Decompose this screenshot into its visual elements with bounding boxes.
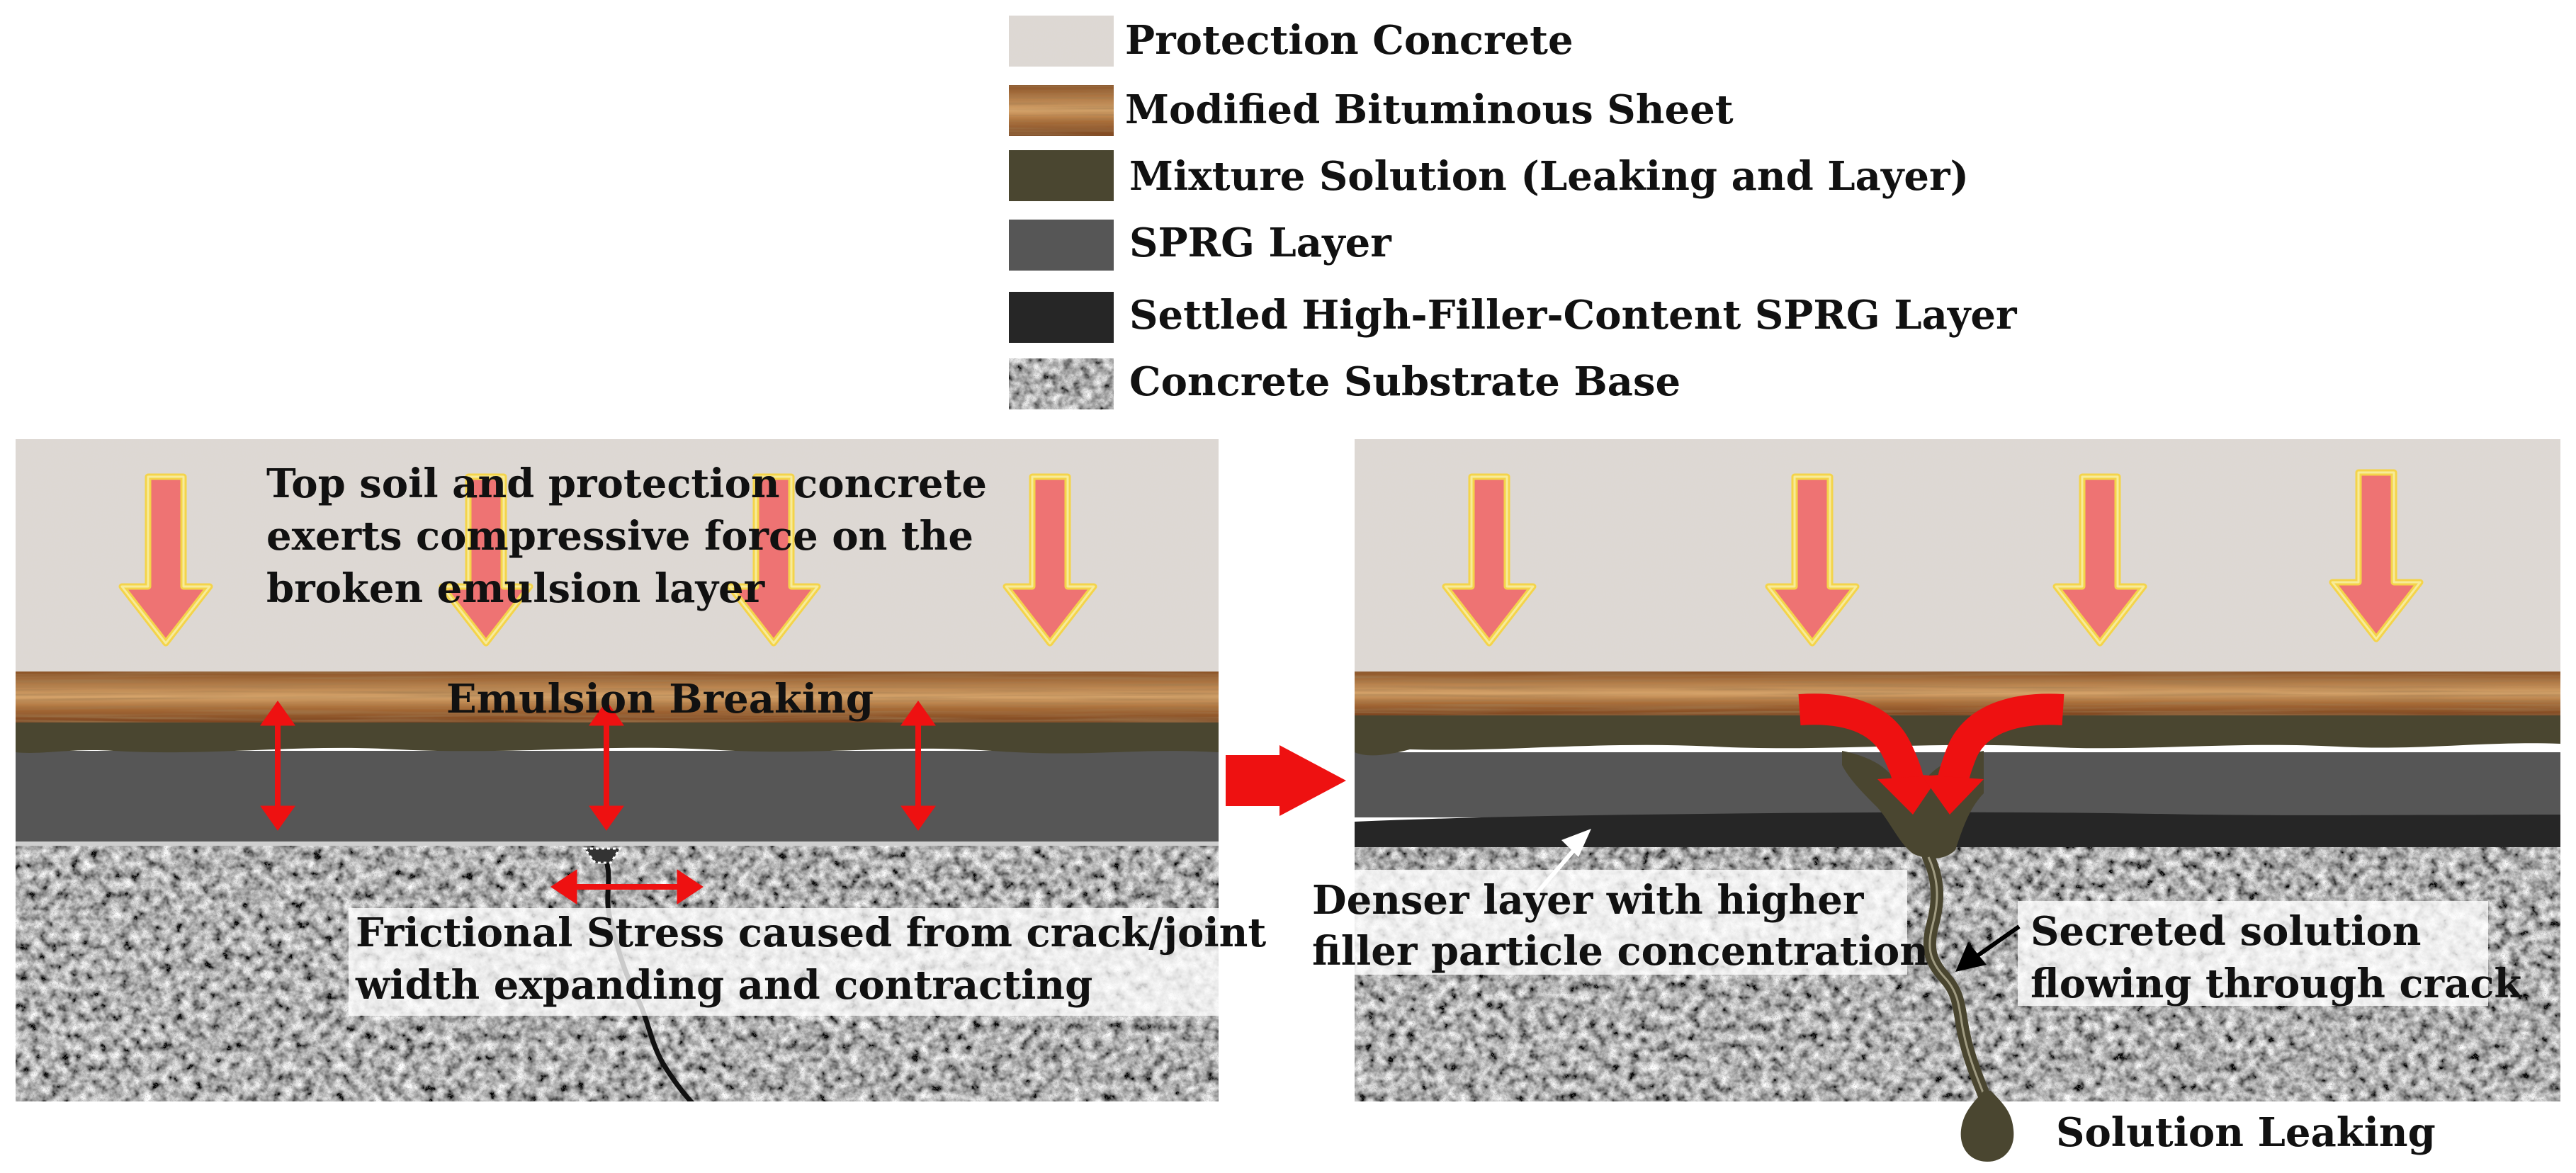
friction-note-box [349, 908, 1219, 1016]
legend-label: Concrete Substrate Base [1129, 358, 1680, 405]
concrete-substrate-swatch [1009, 358, 1114, 409]
pointer-head [1955, 942, 1987, 972]
right-arrow-icon [1226, 745, 1346, 816]
emulsion-breaking-label: Emulsion Breaking [446, 676, 874, 722]
crack-edge [1927, 856, 1988, 1101]
legend-label: Protection Concrete [1125, 17, 1574, 64]
denser-note-box [1355, 870, 1907, 975]
denser-note-line: filler particle concentration [1312, 928, 1928, 975]
layer-interface [16, 842, 1219, 846]
secreted-note-box [2018, 901, 2488, 1006]
compressive-note-line: exerts compressive force on the [266, 513, 973, 560]
legend-label: Settled High-Filler-Content SPRG Layer [1129, 292, 2018, 339]
flow-arrow-icon [1921, 693, 2064, 815]
legend-label: Mixture Solution (Leaking and Layer) [1129, 153, 1969, 200]
legend-label: SPRG Layer [1129, 220, 1392, 266]
flow-arrow-icon [1798, 693, 1940, 815]
crack-filler-icon [582, 847, 622, 864]
denser-note-line: Denser layer with higher [1312, 877, 1865, 924]
left-panel [16, 439, 1219, 1101]
double-arrow-icon [589, 701, 624, 831]
solution-drop-icon [1960, 1091, 2014, 1162]
double-arrow-icon [900, 701, 936, 831]
compressive-note-line: Top soil and protection concrete [266, 460, 987, 507]
pointer-head [1561, 829, 1591, 857]
friction-note-line: width expanding and contracting [355, 962, 1092, 1009]
double-arrow-icon [550, 869, 704, 905]
protection-concrete-layer [16, 439, 1219, 673]
compressive-note-line: broken emulsion layer [266, 565, 766, 612]
mixture-solution-swatch [1009, 150, 1114, 201]
friction-note-line: Frictional Stress caused from crack/join… [356, 910, 1266, 956]
secreted-note-line: flowing through crack [2030, 960, 2522, 1007]
right-panel [1355, 439, 2560, 1101]
legend: Protection Concrete Modified Bituminous … [1009, 16, 2018, 409]
legend-label: Modified Bituminous Sheet [1125, 86, 1734, 133]
bituminous-sheet-swatch [1009, 85, 1114, 136]
solution-leaking-label: Solution Leaking [2056, 1109, 2436, 1156]
sprg-layer-swatch [1009, 220, 1114, 271]
bituminous-sheet-layer [16, 672, 1219, 722]
secreted-note-line: Secreted solution [2030, 908, 2422, 955]
protection-concrete-swatch [1009, 16, 1114, 67]
pointer-line [1975, 924, 2021, 958]
double-arrow-icon [260, 701, 295, 831]
sprg-layer [16, 751, 1219, 843]
settled-sprg-layer-swatch [1009, 292, 1114, 343]
bituminous-sheet-layer [1355, 672, 2560, 715]
